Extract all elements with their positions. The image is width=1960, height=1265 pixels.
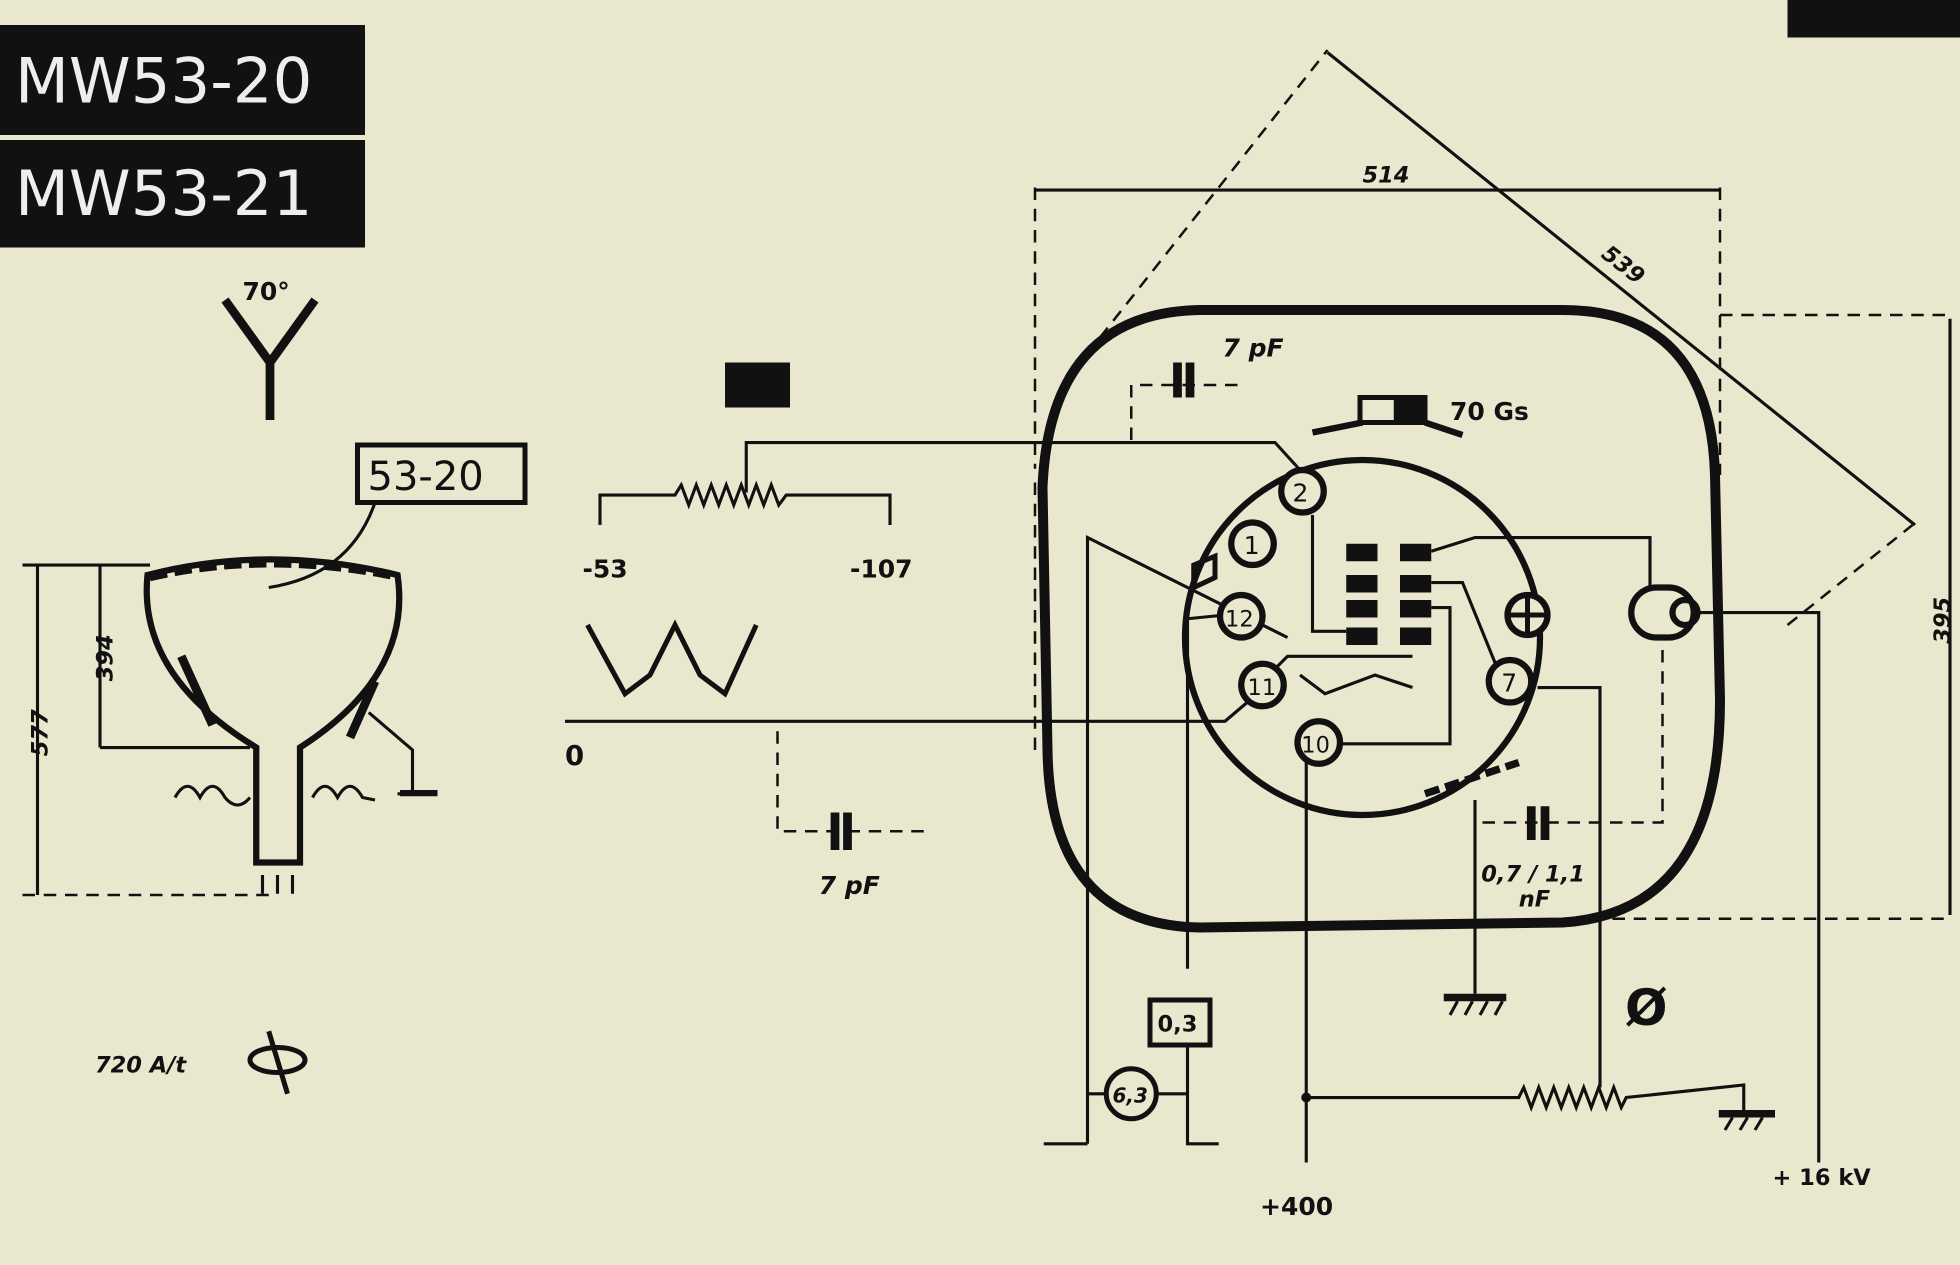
electrode-stack-icon (1346, 543, 1432, 645)
focus-coil-label: 720 A/t (95, 1053, 187, 1079)
dim-577: 577 (28, 709, 54, 756)
heater-current-label: 0,3 (1158, 1011, 1198, 1037)
dimension-lines-left (22, 563, 250, 895)
cap-top-label: 7 pF (1223, 333, 1284, 362)
svg-text:2: 2 (1293, 478, 1309, 507)
bias-low-label: -53 (583, 555, 628, 584)
ion-trap-magnet-icon (1311, 395, 1464, 438)
capacitor-top-icon (1173, 362, 1195, 398)
pulse-black-icon (725, 362, 790, 408)
ground-icon (1443, 993, 1507, 1016)
pin-11: 11 (1238, 660, 1287, 710)
ground-icon (1718, 1110, 1775, 1131)
capacitor-bottom-icon (830, 812, 852, 850)
aquadag-cap-label: 0,7 / 1,1 (1481, 861, 1585, 887)
magnet-label: 70 Gs (1450, 397, 1529, 426)
deflection-angle-icon (221, 297, 319, 420)
cathode-input-line (565, 698, 1252, 723)
tube-side-view-icon (143, 556, 432, 894)
aquadag-cap-unit: nF (1519, 886, 1551, 912)
dimension-lines-right (1035, 51, 1952, 915)
key-pin-icon (1504, 591, 1551, 639)
corner-tab (1787, 0, 1960, 38)
pin-1: 1 (1228, 519, 1277, 569)
svg-text:10: 10 (1301, 733, 1330, 759)
heater-current-box (1147, 997, 1213, 1048)
dim-539: 539 (1596, 240, 1649, 289)
heater-voltage-label: 6,3 (1113, 1084, 1148, 1108)
supply-400-label: +400 (1260, 1192, 1333, 1221)
focus-potentiometer (1306, 1083, 1746, 1112)
supply-16kv-label: + 16 kV (1773, 1165, 1872, 1191)
title-mw53-21: MW53-21 (15, 157, 312, 230)
pin-10: 10 (1294, 718, 1344, 767)
heater-wiring (1043, 1045, 1219, 1146)
title-box-2 (0, 140, 365, 248)
pin-7: 7 (1485, 656, 1535, 706)
type-label-box (355, 442, 528, 505)
dim-395: 395 (1930, 597, 1956, 644)
pin-12: 12 (1216, 591, 1266, 641)
bias-potentiometer (598, 480, 892, 525)
dim-514: 514 (1363, 163, 1410, 189)
dim-394: 394 (93, 634, 119, 681)
title-mw53-20: MW53-20 (15, 45, 312, 118)
type-label: 53-20 (368, 454, 484, 500)
svg-text:11: 11 (1248, 675, 1277, 701)
ground-icon (400, 790, 438, 797)
cap-bottom-dashed (776, 731, 925, 833)
focus-coil-icon (247, 1030, 308, 1095)
focus-symbol: Ø (1625, 979, 1668, 1037)
svg-text:1: 1 (1244, 531, 1260, 560)
deflection-angle-label: 70° (243, 277, 290, 306)
input-zero-label: 0 (565, 740, 584, 772)
title-box-1 (0, 25, 365, 135)
pin-2: 2 (1278, 466, 1327, 516)
cap-bottom-label: 7 pF (819, 871, 880, 900)
type-label-leader (268, 501, 377, 590)
capacitor-aquadag-icon (1526, 806, 1550, 840)
waveform-icon (585, 619, 759, 698)
bias-high-label: -107 (850, 555, 913, 584)
wiring (1085, 515, 1821, 1163)
anode-cap-icon (1628, 584, 1701, 641)
tube-base-circle (1181, 456, 1544, 819)
svg-text:12: 12 (1225, 606, 1254, 632)
screen-outline (1037, 305, 1726, 933)
svg-text:7: 7 (1501, 668, 1517, 697)
